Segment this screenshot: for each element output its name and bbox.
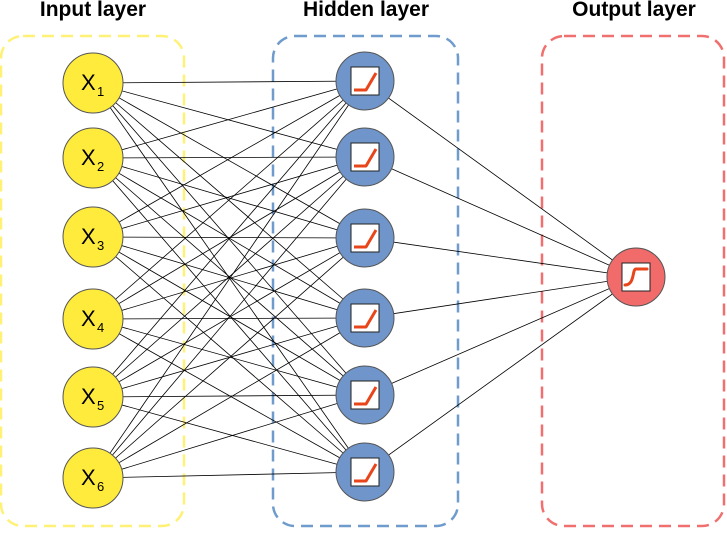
- relu-icon: [350, 66, 380, 96]
- hidden-layer-title: Hidden layer: [302, 0, 430, 21]
- connection-input-4-hidden-4: [92, 317, 366, 320]
- input-node-subscript: 3: [97, 238, 104, 253]
- input-node-label: X: [81, 384, 96, 409]
- connection-input-4-hidden-2: [92, 156, 366, 320]
- connection-input-2-hidden-1: [92, 80, 366, 159]
- connection-input-2-hidden-6: [92, 157, 366, 473]
- connection-input-2-hidden-2: [92, 156, 366, 159]
- connection-hidden-3-output: [364, 237, 637, 278]
- connection-input-3-hidden-1: [92, 80, 366, 238]
- input-node-subscript: 1: [97, 84, 104, 99]
- output-layer-box: [540, 34, 726, 528]
- connection-input-1-hidden-2: [92, 82, 366, 158]
- relu-icon: [350, 457, 380, 487]
- connection-input-5-hidden-2: [92, 156, 366, 398]
- output-layer-title: Output layer: [572, 0, 696, 21]
- connection-input-3-hidden-3: [92, 236, 366, 239]
- connection-input-1-hidden-3: [92, 82, 366, 239]
- hidden-node-2: [335, 127, 395, 187]
- input-node-label: X: [81, 224, 96, 249]
- connection-input-4-hidden-1: [92, 80, 366, 320]
- hidden-node-3: [335, 208, 395, 268]
- input-node-subscript: 4: [97, 320, 104, 335]
- connection-input-4-hidden-3: [92, 237, 366, 320]
- output-node: [606, 247, 666, 307]
- input-node-label: X: [81, 306, 96, 331]
- relu-icon: [350, 303, 380, 333]
- connection-input-3-hidden-2: [92, 156, 366, 238]
- input-layer-title: Input layer: [39, 0, 147, 21]
- connection-input-5-hidden-5: [92, 394, 366, 398]
- connection-input-5-hidden-1: [92, 80, 366, 398]
- input-node-label: X: [81, 465, 96, 490]
- connection-input-3-hidden-5: [92, 236, 366, 396]
- input-node-subscript: 5: [97, 398, 104, 413]
- input-node-subscript: 6: [97, 479, 104, 494]
- connection-input-6-hidden-1: [92, 80, 366, 479]
- relu-icon: [350, 142, 380, 172]
- connection-input-6-hidden-3: [92, 237, 366, 479]
- hidden-node-6: [335, 442, 395, 502]
- connection-hidden-4-output: [364, 276, 637, 319]
- sigmoid-icon: [621, 262, 651, 292]
- relu-icon: [350, 380, 380, 410]
- connection-input-4-hidden-5: [92, 318, 366, 396]
- connection-input-6-hidden-4: [92, 317, 366, 479]
- connection-input-2-hidden-3: [92, 157, 366, 239]
- hidden-node-5: [335, 365, 395, 425]
- hidden-node-1: [335, 51, 395, 111]
- relu-icon: [350, 223, 380, 253]
- hidden-layer-box: [271, 34, 460, 528]
- connection-input-1-hidden-1: [92, 80, 366, 84]
- input-layer-box: [0, 34, 186, 528]
- input-node-label: X: [81, 145, 96, 170]
- connection-hidden-5-output: [364, 276, 637, 396]
- connection-input-5-hidden-6: [92, 396, 366, 473]
- connection-hidden-2-output: [364, 156, 637, 278]
- connection-input-6-hidden-5: [92, 394, 366, 479]
- connection-hidden-6-output: [364, 276, 637, 473]
- connection-input-6-hidden-2: [92, 156, 366, 479]
- connection-input-3-hidden-6: [92, 236, 366, 473]
- connection-hidden-1-output: [364, 80, 637, 278]
- input-node-subscript: 2: [97, 159, 104, 174]
- connection-input-6-hidden-6: [92, 471, 366, 479]
- input-node-label: X: [81, 70, 96, 95]
- hidden-node-4: [335, 288, 395, 348]
